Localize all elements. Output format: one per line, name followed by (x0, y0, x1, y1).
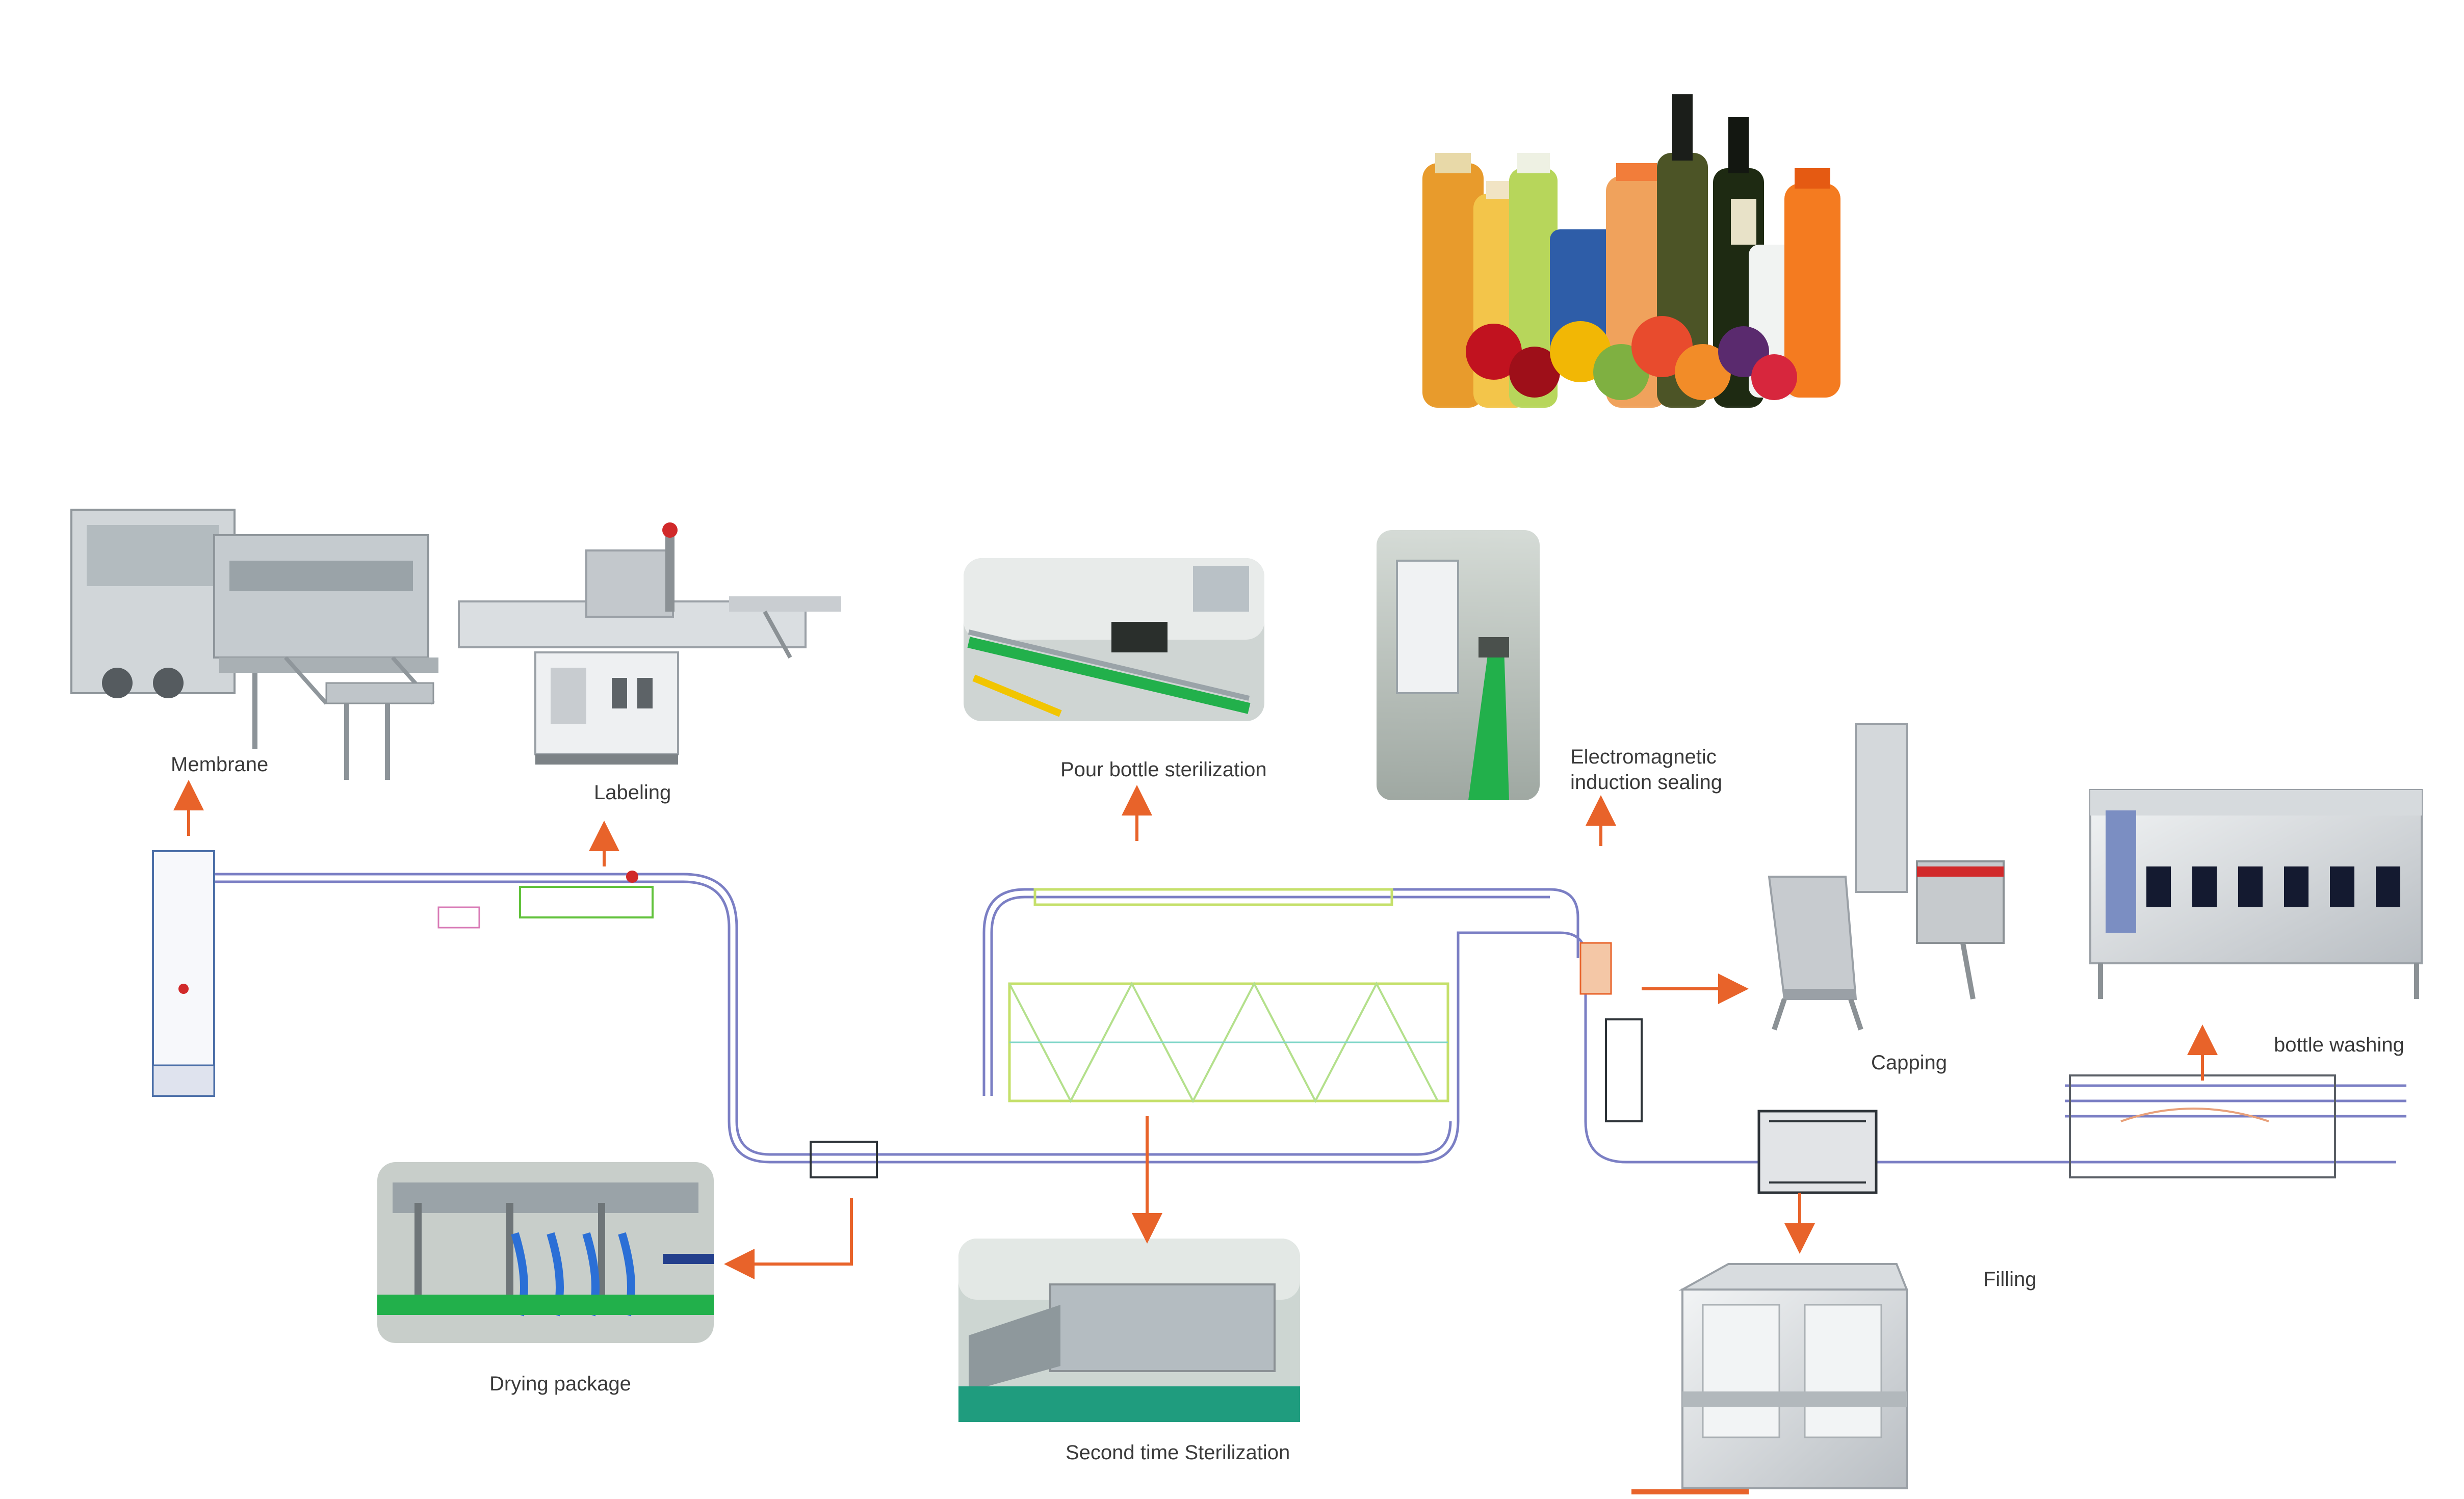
label-electromagnetic-line1: Electromagnetic (1570, 746, 1717, 768)
labeling-layout-drawing (437, 871, 654, 929)
label-capping: Capping (1871, 1051, 1948, 1074)
label-drying-package: Drying package (489, 1373, 631, 1395)
electromagnetic-sealing-photo (1377, 530, 1540, 800)
membrane-machine-image (70, 509, 438, 780)
labeling-machine-image (458, 522, 841, 765)
label-labeling: Labeling (594, 781, 671, 804)
label-second-sterilization: Second time Sterilization (1066, 1441, 1290, 1464)
second-sterilization-photo (958, 1239, 1300, 1422)
filling-layout-drawing (1757, 1110, 1878, 1194)
bottles-and-fruit-illustration (1417, 94, 1851, 438)
label-bottle-washing: bottle washing (2274, 1034, 2404, 1056)
conveyor-line (204, 873, 2406, 1164)
membrane-layout-drawing (152, 850, 215, 1097)
label-pour-bottle-sterilization: Pour bottle sterilization (1060, 758, 1267, 781)
sterilization-tunnel-drawing (1008, 888, 1449, 1103)
capping-layout-drawing (810, 942, 1643, 1178)
label-membrane: Membrane (171, 753, 269, 776)
label-electromagnetic-line2: induction sealing (1570, 771, 1722, 794)
arrow-icon (724, 1198, 853, 1279)
bottle-washing-machine-image (2089, 789, 2423, 999)
bottom-orange-mark (1631, 1489, 1749, 1494)
pour-bottle-sterilization-photo (964, 558, 1264, 721)
capping-machine-image (1768, 723, 2005, 1031)
process-arrows (173, 780, 2218, 1279)
filling-machine-image (1678, 1263, 1908, 1489)
label-filling: Filling (1983, 1268, 2037, 1291)
drying-package-photo (377, 1162, 714, 1343)
